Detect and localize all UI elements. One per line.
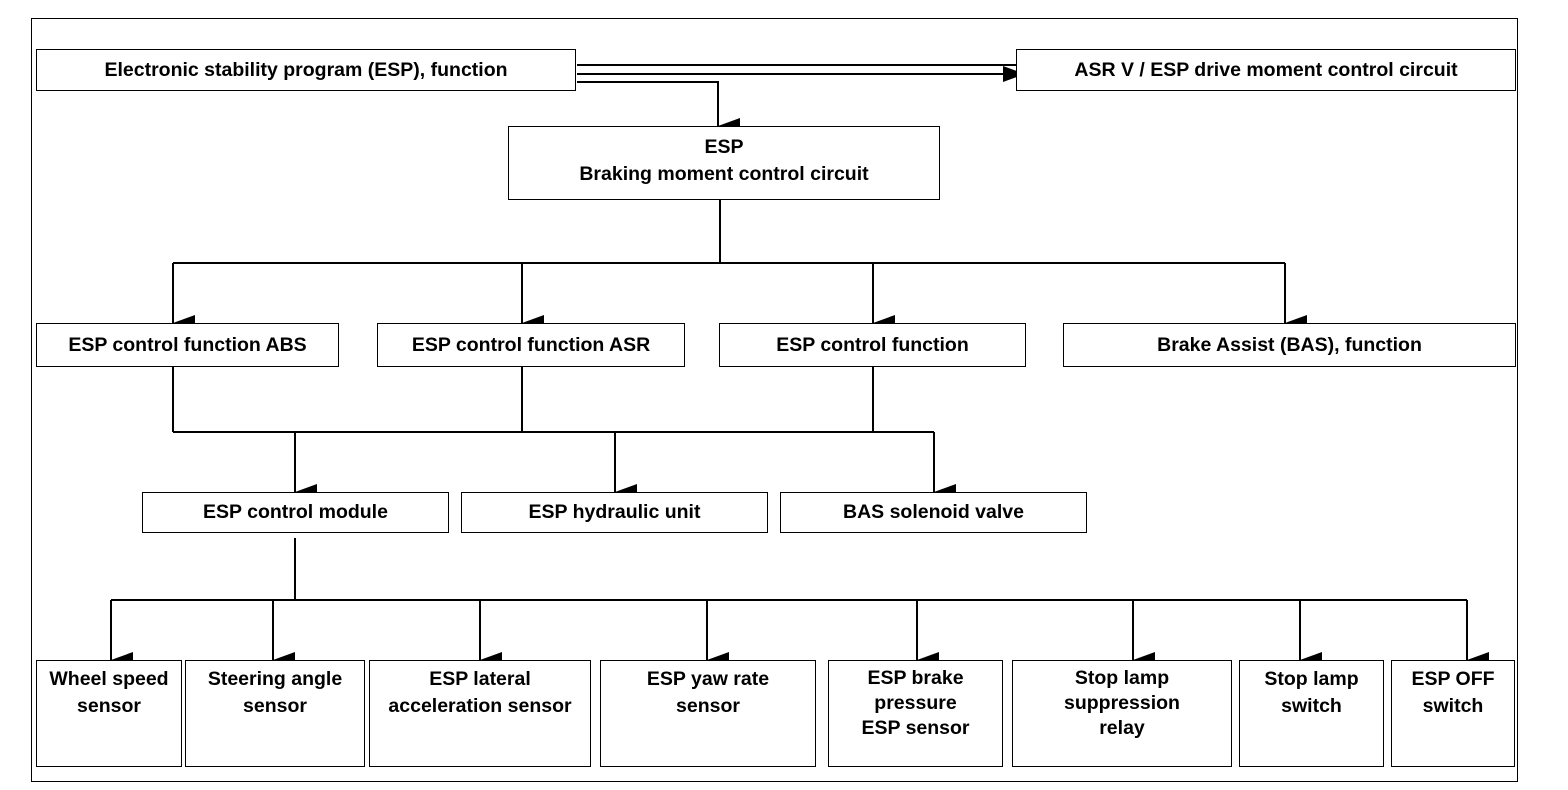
node-brake-assist-function: Brake Assist (BAS), function	[1063, 323, 1516, 367]
node-esp-brake-pressure-sensor: ESP brake pressure ESP sensor	[828, 660, 1003, 767]
stop-switch-line-2: switch	[1281, 695, 1342, 717]
brake-pressure-line-1: ESP brake	[867, 667, 964, 689]
node-esp-braking-line-1: ESP	[704, 136, 744, 158]
node-esp-braking-line-2: Braking moment control circuit	[579, 163, 869, 185]
stop-relay-line-1: Stop lamp	[1074, 667, 1170, 689]
node-esp-hydraulic-unit: ESP hydraulic unit	[461, 492, 768, 533]
node-esp-control-function: ESP control function	[719, 323, 1026, 367]
stop-relay-line-2: suppression	[1064, 692, 1180, 714]
esp-off-line-1: ESP OFF	[1411, 668, 1495, 690]
node-esp-function: Electronic stability program (ESP), func…	[36, 49, 576, 91]
node-esp-lateral-acceleration-sensor: ESP lateral acceleration sensor	[369, 660, 591, 767]
node-esp-control-module: ESP control module	[142, 492, 449, 533]
node-esp-yaw-rate-sensor: ESP yaw rate sensor	[600, 660, 816, 767]
node-asr-drive-moment-circuit: ASR V / ESP drive moment control circuit	[1016, 49, 1516, 91]
node-bas-solenoid-valve: BAS solenoid valve	[780, 492, 1087, 533]
lateral-line-1: ESP lateral	[429, 668, 531, 690]
stop-relay-line-3: relay	[1099, 717, 1145, 739]
lateral-line-2: acceleration sensor	[388, 695, 572, 717]
brake-pressure-line-2: pressure	[874, 692, 957, 714]
brake-pressure-line-3: ESP sensor	[861, 717, 970, 739]
node-wheel-speed-sensor: Wheel speed sensor	[36, 660, 182, 767]
node-esp-control-function-abs: ESP control function ABS	[36, 323, 339, 367]
wheel-speed-line-1: Wheel speed	[49, 668, 169, 690]
node-steering-angle-sensor: Steering angle sensor	[185, 660, 365, 767]
diagram-frame	[31, 18, 1518, 782]
node-esp-control-function-asr: ESP control function ASR	[377, 323, 685, 367]
node-stop-lamp-switch: Stop lamp switch	[1239, 660, 1384, 767]
yaw-line-1: ESP yaw rate	[646, 668, 770, 690]
steering-line-2: sensor	[243, 695, 307, 717]
node-esp-off-switch: ESP OFF switch	[1391, 660, 1515, 767]
steering-line-1: Steering angle	[207, 668, 343, 690]
stop-switch-line-1: Stop lamp	[1264, 668, 1359, 690]
arrow-esp-to-braking	[577, 81, 740, 134]
esp-off-line-2: switch	[1422, 695, 1484, 717]
node-stop-lamp-suppression-relay: Stop lamp suppression relay	[1012, 660, 1232, 767]
wheel-speed-line-2: sensor	[77, 695, 141, 717]
yaw-line-2: sensor	[676, 695, 740, 717]
node-esp-braking-moment-circuit: ESP Braking moment control circuit	[508, 126, 940, 200]
